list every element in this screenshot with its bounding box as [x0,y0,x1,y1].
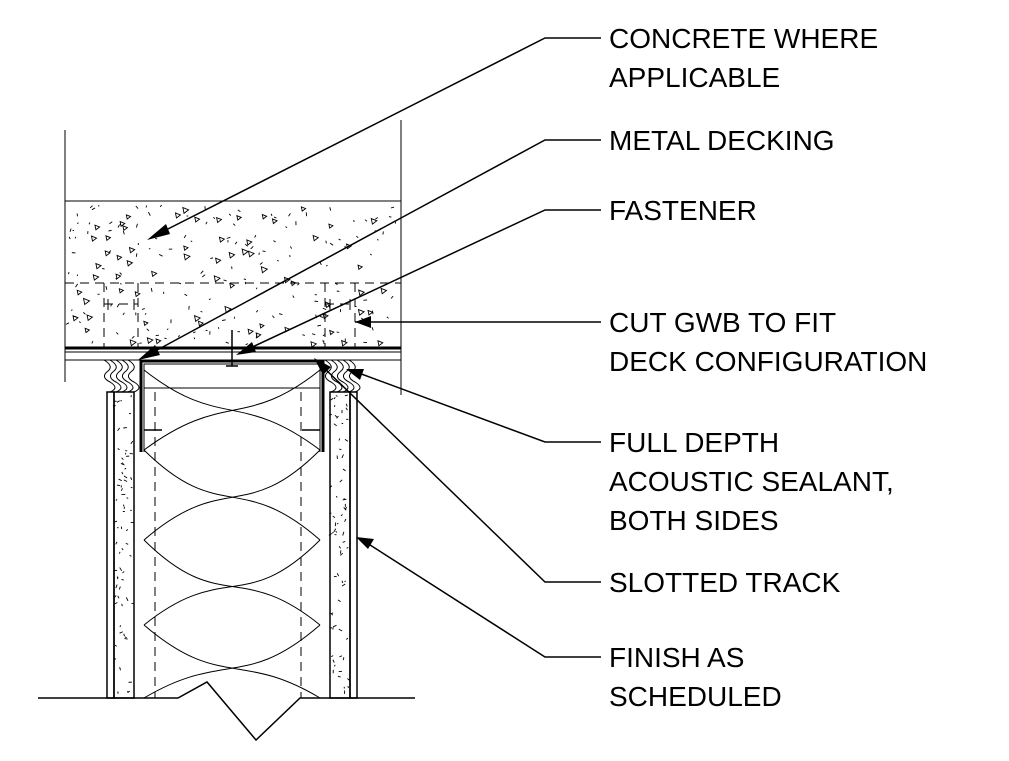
label-sealant-line1: FULL DEPTH [609,427,779,458]
acoustic-sealant-right [324,359,361,393]
deck-flute-dashed [65,282,401,348]
leader-finish [356,537,601,658]
concrete-aggregate-pattern [65,204,397,348]
gwb-right [328,391,358,699]
label-gwb-line2: DECK CONFIGURATION [609,346,927,377]
leader-concrete [147,37,601,240]
label-metal-decking: METAL DECKING [609,125,835,156]
label-gwb-line1: CUT GWB TO FIT [609,307,836,338]
leader-sealant [346,369,601,443]
label-fastener: FASTENER [609,195,757,226]
label-slotted-track: SLOTTED TRACK [609,567,841,598]
leader-track [314,358,601,583]
label-concrete-line2: APPLICABLE [609,62,780,93]
leader-fastener [236,209,601,355]
label-finish-line1: FINISH AS [609,642,744,673]
label-finish-line2: SCHEDULED [609,681,782,712]
label-sealant-line2: ACOUSTIC SEALANT, [609,466,894,497]
floor-break-line [38,681,415,742]
label-sealant-line3: BOTH SIDES [609,505,779,536]
leader-gwb [355,316,601,328]
leader-decking [138,139,601,360]
slotted-track [139,359,325,452]
batt-insulation [143,369,321,699]
gwb-left [106,391,135,699]
label-concrete-line1: CONCRETE WHERE [609,23,878,54]
steel-stud-dashed [154,392,302,698]
acoustic-sealant-left [103,359,140,393]
concrete-slab [64,120,402,395]
metal-decking [65,346,401,353]
